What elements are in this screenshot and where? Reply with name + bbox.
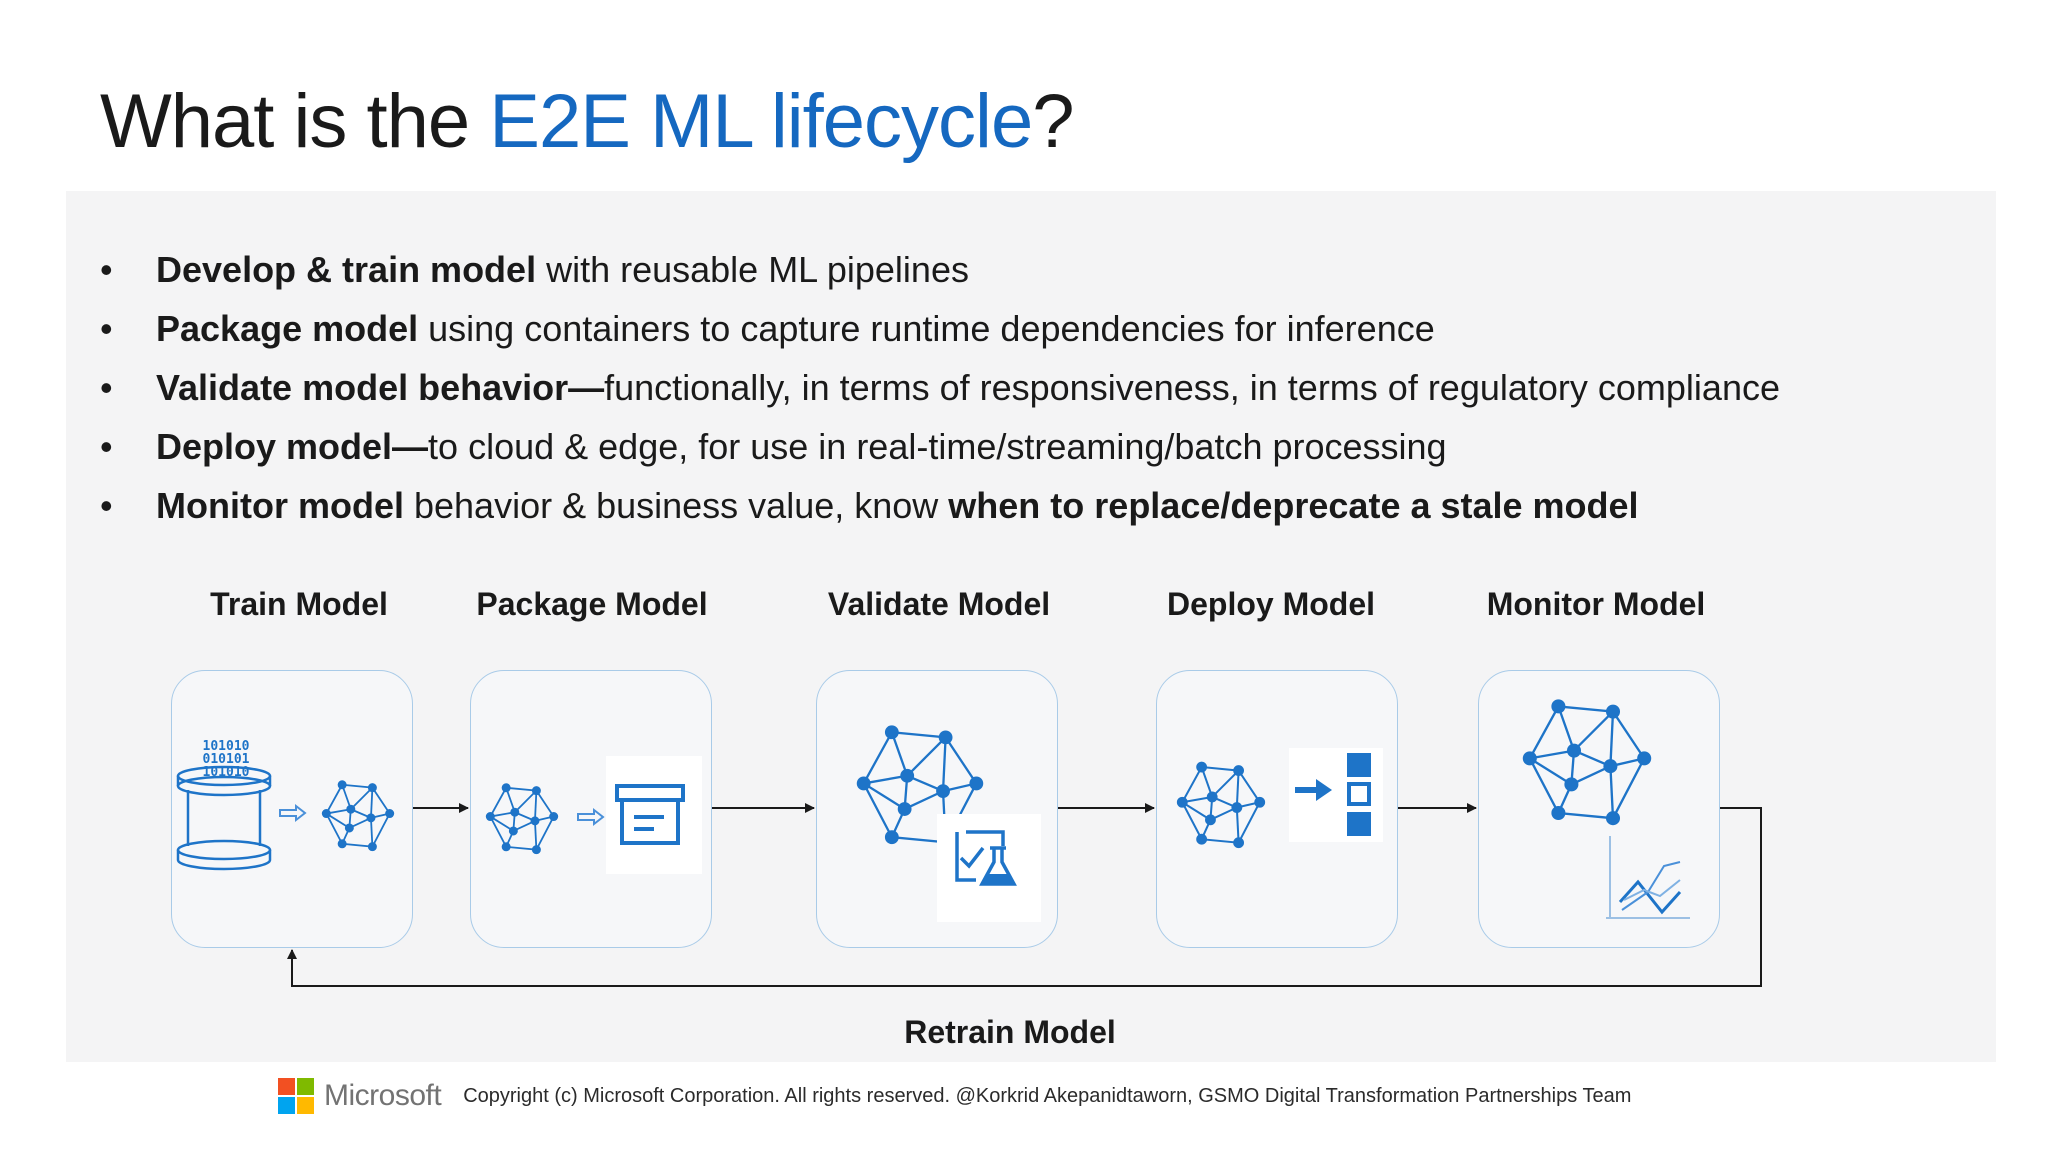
retrain-label: Retrain Model (904, 1014, 1116, 1050)
stage-title-monitor: Monitor Model (1486, 586, 1706, 622)
title-accent: E2E ML lifecycle (489, 79, 1033, 164)
neural-network-icon (321, 780, 395, 852)
binary-digits: 101010 (203, 739, 250, 754)
flask-liquid (983, 874, 1013, 883)
neural-network-icon (485, 783, 559, 855)
stage-card-monitor (1478, 670, 1720, 948)
bullet-item: •Develop & train model with reusable ML … (100, 240, 1780, 299)
page-title: What is the E2E ML lifecycle? (100, 79, 1075, 164)
footer: Microsoft Copyright (c) Microsoft Corpor… (278, 1076, 1631, 1116)
stage-title-train: Train Model (210, 586, 388, 622)
deploy-blocks-icon (1347, 753, 1371, 836)
bullet-item: •Deploy model—to cloud & edge, for use i… (100, 417, 1780, 476)
stage-title-validate: Validate Model (827, 586, 1051, 622)
binary-digits: 101010 (203, 765, 250, 780)
bullet-marker: • (100, 485, 113, 526)
small-arrow-icon (577, 807, 605, 827)
small-arrow-icon (279, 803, 307, 823)
copyright-text: Copyright (c) Microsoft Corporation. All… (463, 1084, 1632, 1107)
lab-flask-icon (955, 830, 1017, 886)
bullet-marker: • (100, 426, 113, 467)
database-icon (176, 765, 272, 871)
microsoft-wordmark: Microsoft (324, 1079, 442, 1112)
stage-title-package: Package Model (476, 586, 708, 622)
bullet-item: •Monitor model behavior & business value… (100, 476, 1780, 535)
bullet-marker: • (100, 308, 113, 349)
neural-network-icon (1522, 699, 1652, 826)
bullet-marker: • (100, 367, 113, 408)
deploy-arrow-icon (1295, 779, 1332, 801)
bullet-item: •Package model using containers to captu… (100, 299, 1780, 358)
binary-digits: 010101 (203, 752, 250, 767)
bullet-item: •Validate model behavior—functionally, i… (100, 358, 1780, 417)
bullet-marker: • (100, 249, 113, 290)
microsoft-logo-icon (278, 1078, 314, 1114)
line-chart-icon (1606, 836, 1690, 919)
bullet-list: •Develop & train model with reusable ML … (100, 240, 1780, 535)
stage-title-deploy: Deploy Model (1166, 586, 1376, 622)
container-box-icon (615, 784, 685, 845)
retrain-loop-arrow (287, 807, 1762, 987)
neural-network-icon (1176, 761, 1266, 849)
